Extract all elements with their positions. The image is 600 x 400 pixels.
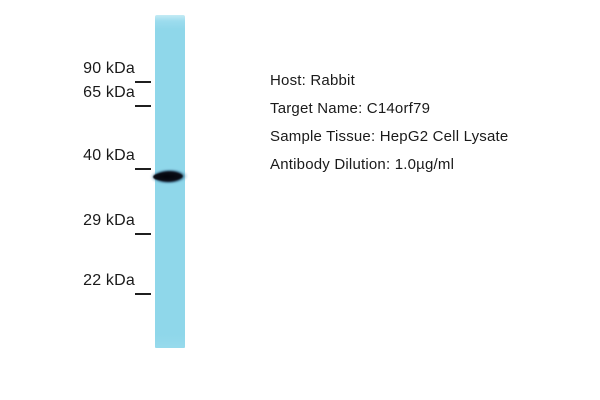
marker-label: 65 kDa (83, 84, 135, 101)
marker-row-29kda: 29 kDa (0, 210, 151, 235)
marker-label: 40 kDa (83, 147, 135, 164)
info-tissue: Sample Tissue: HepG2 Cell Lysate (270, 128, 509, 145)
marker-row-40kda: 40 kDa (0, 145, 151, 170)
marker-label: 29 kDa (83, 212, 135, 229)
tick-mark (135, 65, 151, 83)
tick-mark (135, 152, 151, 170)
info-dilution: Antibody Dilution: 1.0µg/ml (270, 156, 455, 173)
tick-mark (135, 277, 151, 295)
marker-label: 22 kDa (83, 272, 135, 289)
marker-row-90kda: 90 kDa (0, 58, 151, 83)
tick-mark (135, 89, 151, 107)
info-target: Target Name: C14orf79 (270, 100, 431, 117)
marker-row-65kda: 65 kDa (0, 82, 151, 107)
tick-mark (135, 217, 151, 235)
marker-row-22kda: 22 kDa (0, 270, 151, 295)
marker-label: 90 kDa (83, 60, 135, 77)
info-host: Host: Rabbit (270, 72, 355, 89)
